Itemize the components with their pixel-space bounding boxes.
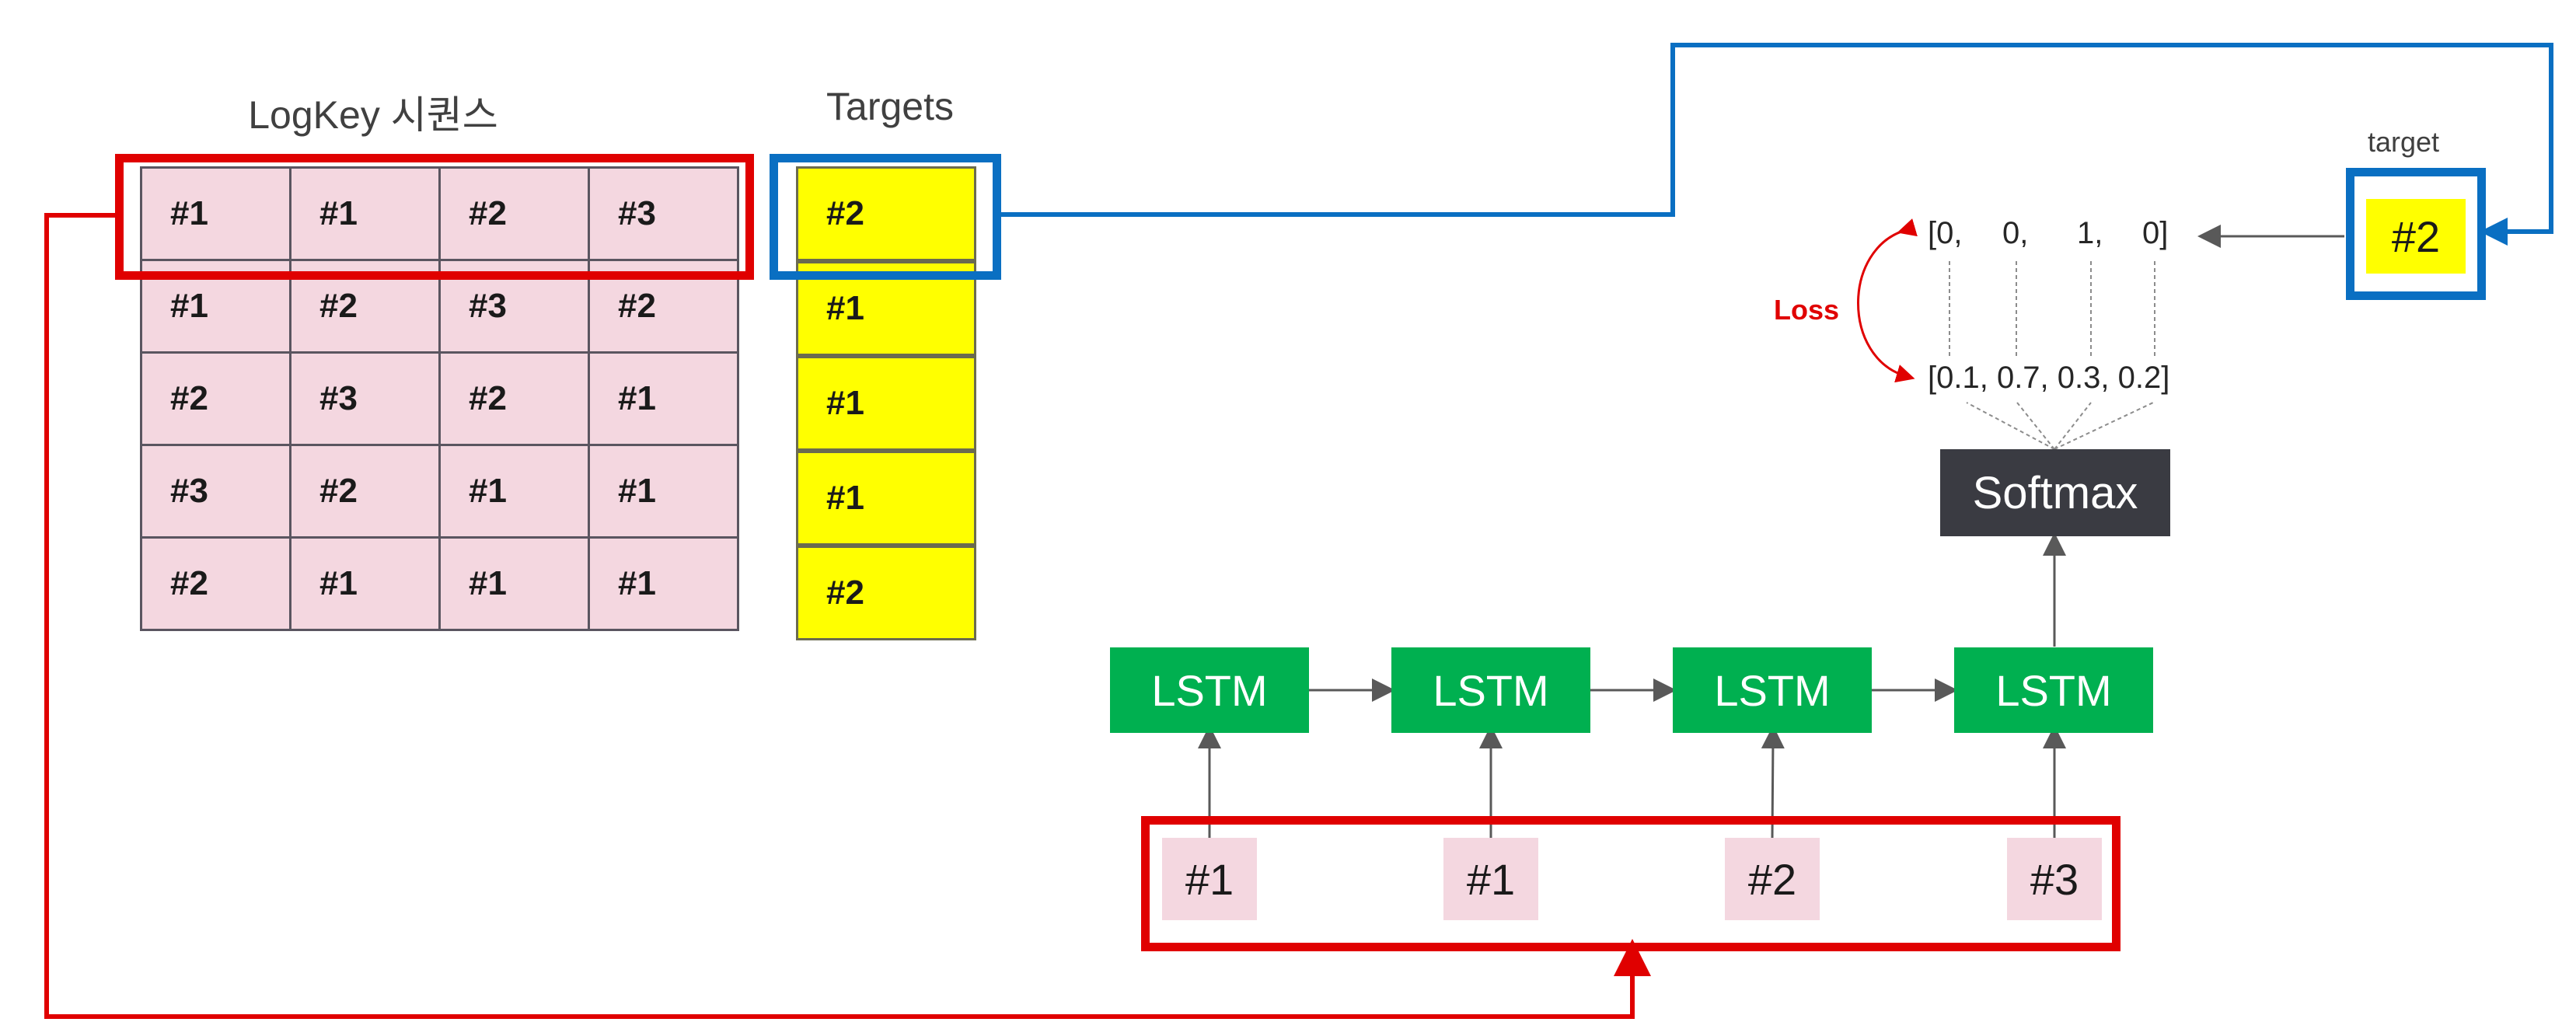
onehot-value: 1,	[2077, 216, 2103, 250]
blue-connector	[997, 43, 2553, 246]
target-cell: #1	[796, 356, 976, 451]
targets-title: Targets	[826, 85, 954, 128]
onehot-value: 0,	[2002, 216, 2029, 250]
target-box	[2346, 168, 2486, 300]
target-label: target	[2368, 126, 2440, 158]
onehot-value: [0,	[1928, 216, 1963, 250]
input-key: #1	[1443, 838, 1538, 920]
first-sequence-highlight	[115, 154, 754, 280]
logkey-cell: #2	[438, 351, 590, 446]
input-key: #3	[2007, 838, 2102, 920]
prediction-vector: [0.1, 0.7, 0.3, 0.2]	[1928, 361, 2170, 395]
lstm-cell: LSTM	[1673, 647, 1872, 733]
logkey-cell: #1	[289, 536, 441, 631]
logkey-cell: #3	[588, 166, 739, 261]
logkey-sequence-title: LogKey 시퀀스	[248, 93, 498, 137]
logkey-cell: #1	[438, 536, 590, 631]
loss-label: Loss	[1774, 294, 1840, 326]
red-connector	[44, 213, 1651, 1019]
target-cell: #1	[796, 451, 976, 546]
input-key: #1	[1162, 838, 1257, 920]
onehot-value: 0]	[2142, 216, 2169, 250]
lstm-cell: LSTM	[1110, 647, 1309, 733]
lstm-cell: LSTM	[1954, 647, 2153, 733]
first-target-highlight	[770, 154, 1001, 280]
softmax-box: Softmax	[1940, 449, 2170, 536]
logkey-cell: #1	[289, 166, 441, 261]
target-value: #2	[2366, 199, 2466, 274]
logkey-cell: #3	[289, 351, 441, 446]
input-key: #2	[1725, 838, 1820, 920]
lstm-cell: LSTM	[1391, 647, 1590, 733]
input-sequence-highlight	[1141, 816, 2120, 951]
logkey-cell: #1	[588, 444, 739, 539]
target-cell: #2	[796, 166, 976, 261]
logkey-cell: #2	[289, 444, 441, 539]
logkey-cell: #1	[588, 536, 739, 631]
target-cell: #2	[796, 546, 976, 640]
